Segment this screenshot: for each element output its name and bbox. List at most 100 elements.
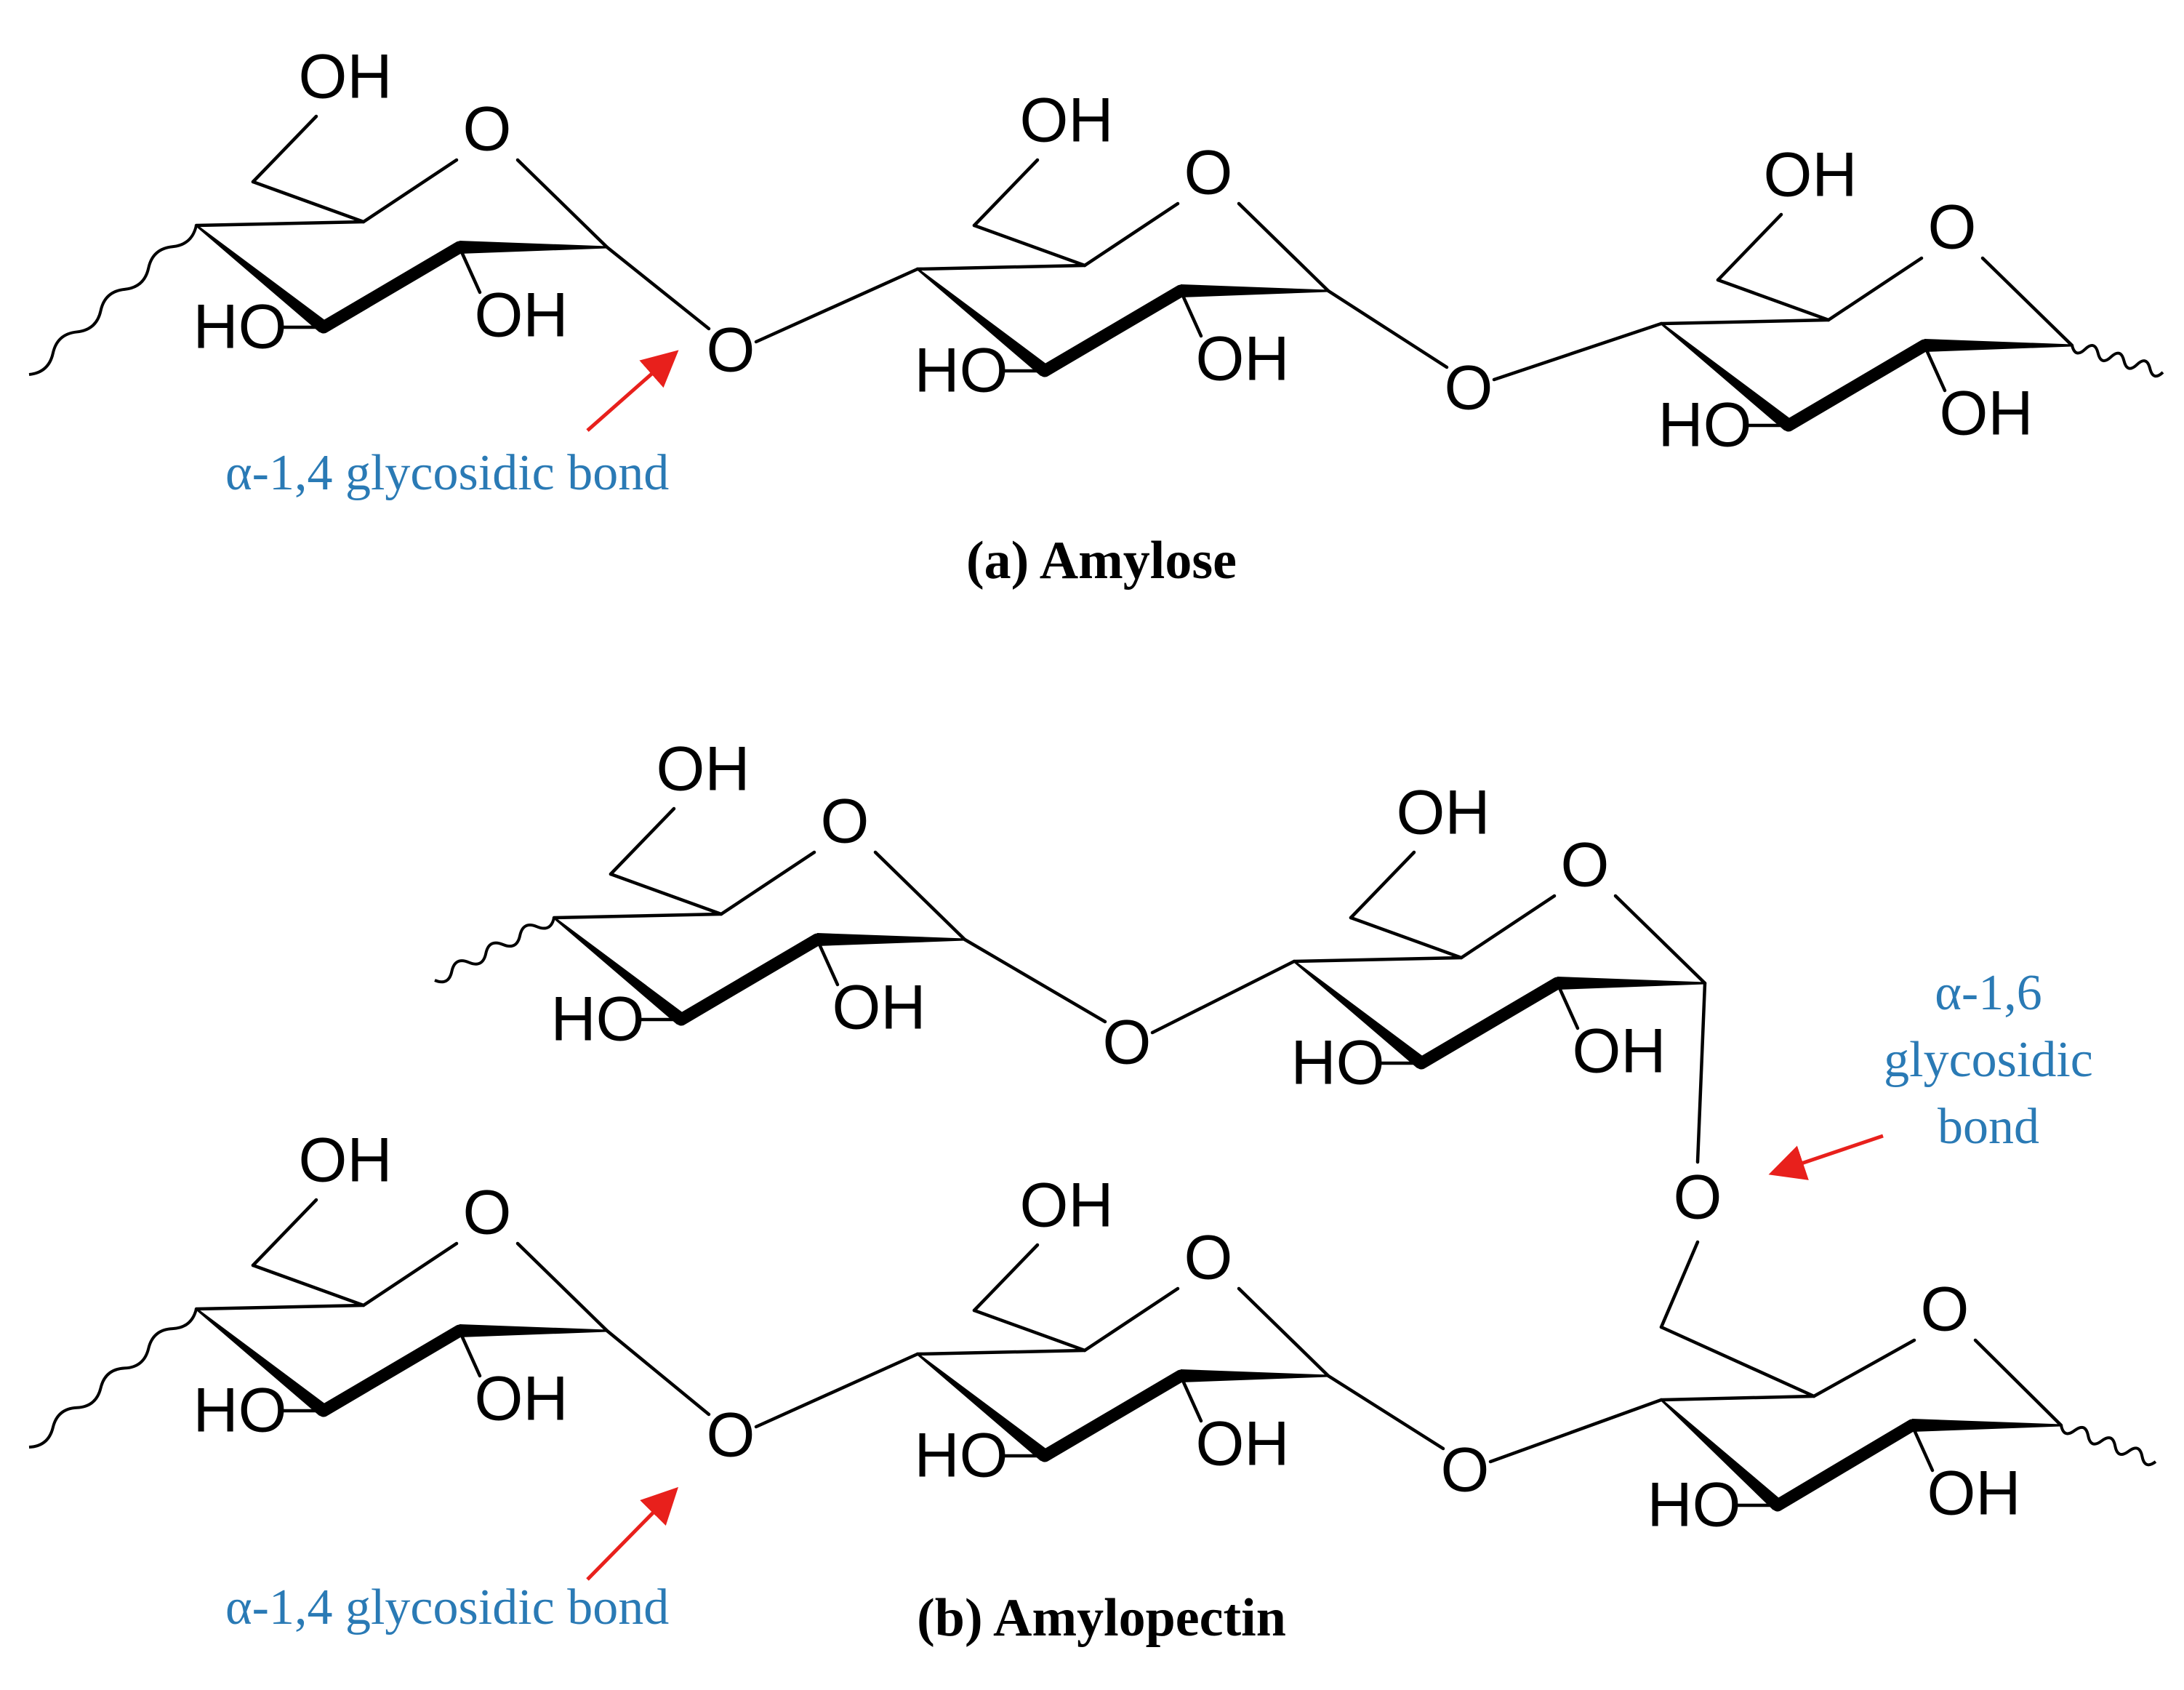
amylopectin-bottom-ring-2-oh6-label: OH [1020, 1171, 1114, 1241]
amylopectin-top-ring-2-c4-c3-wedge [1293, 960, 1426, 1069]
amylopectin-bottom-ring-1-c5-c6 [251, 1263, 366, 1307]
amylose-ring-2-oh2-label: OH [1196, 324, 1290, 394]
amylopectin-top-c1-o [963, 937, 1107, 1024]
amylopectin-bottom-ring-2-c5-c6 [972, 1308, 1087, 1353]
amylopectin-top-ring-2-c2-oh [1555, 981, 1580, 1030]
amylose-ring-2-c4-c5 [915, 263, 1087, 271]
amylopectin-bottom-glycosidic-o-1: O [707, 1401, 755, 1470]
amylopectin-top-ring-2-oh2-label: OH [1573, 1017, 1666, 1086]
amylopectin-bottom-ring-2-c5-o [1083, 1286, 1180, 1353]
amylopectin-top-ring-1-c3-c2-bold [675, 933, 824, 1026]
amylopectin-bottom-ring-1-oh2-label: OH [475, 1364, 569, 1434]
amylose-ring-2-c3-c2-bold [1038, 284, 1187, 377]
amylopectin-top-ring-2-o-c1 [1613, 894, 1707, 985]
amylose-ring-3-c6-oh [1716, 212, 1783, 282]
amylopectin-bottom-ring-3-c5-o [1812, 1338, 1916, 1398]
amylose-o-c4-bond-1 [754, 267, 920, 344]
amylopectin-bottom-ring-2-c4-c3-wedge [917, 1353, 1049, 1462]
amylopectin-bottom-c1-o-1 [605, 1329, 711, 1417]
amylopectin-bottom-ring-1-c2-c1-wedge [459, 1324, 607, 1337]
amylose-o-c4-bond-2 [1492, 321, 1663, 382]
amylopectin-bottom-ring-1-c4-c5 [194, 1303, 366, 1311]
alpha14-label-b: α-1,4 glycosidic bond [225, 1579, 669, 1635]
amylopectin-bottom-ring-2-c2-c1-wedge [1181, 1369, 1328, 1382]
amylopectin-bottom-ring-3-c2-oh [1910, 1423, 1935, 1473]
amylopectin-bottom-ring-3-c6-o16 [1659, 1240, 1700, 1329]
amylose-ring-1-c2-oh [457, 245, 482, 295]
amylopectin-top-ring-1-c4-c5 [552, 912, 723, 920]
amylopectin-top-ring-2-ho3-label: HO [1291, 1028, 1385, 1098]
amylopectin-top-ring-1-ho3-label: HO [551, 985, 645, 1054]
amylopectin-bottom-ring-1-o-c1 [515, 1241, 609, 1333]
amylose-ring-1-c2-c1-wedge [459, 241, 607, 254]
amylopectin-top-ring-1-ring-o-label: O [821, 787, 870, 857]
amylopectin-top-o-c4 [1150, 959, 1296, 1035]
amylose-ring-1-c4-c5 [194, 220, 366, 228]
amylopectin-bottom-wavy-left [28, 1308, 198, 1449]
amylose-ring-3-c2-oh [1922, 343, 1947, 393]
alpha16-label-line2: glycosidic [1884, 1032, 2093, 1088]
amylopectin-bottom-ring-2-o-c1 [1237, 1286, 1330, 1378]
amylose-ring-1-c4-c3-wedge [196, 224, 328, 333]
bond-lines [28, 114, 2164, 1512]
amylopectin-bottom-ring-2-ring-o-label: O [1184, 1223, 1233, 1293]
amylopectin-top-ring-1-c5-o [719, 850, 816, 916]
alpha14-label-a: α-1,4 glycosidic bond [225, 445, 669, 501]
amylose-ring-2-c5-o [1083, 201, 1180, 268]
amylopectin-top-ring-1-oh2-label: OH [832, 973, 926, 1043]
amylose-glycosidic-o-2: O [1445, 353, 1493, 423]
amylopectin-bottom-wavy-right [2060, 1425, 2157, 1467]
amylopectin-bottom-glycosidic-o-2: O [1441, 1435, 1490, 1505]
amylopectin-top-ring-1-c2-c1-wedge [817, 933, 965, 946]
amylopectin-caption: (b) Amylopectin [917, 1588, 1286, 1648]
amylose-ring-2-c5-c6 [972, 223, 1087, 268]
amylopectin-bottom-ring-3-o-c1 [1973, 1338, 2063, 1427]
amylose-ring-3-o-c1 [1980, 256, 2074, 348]
amylopectin-bottom-o-c4-1 [754, 1352, 920, 1429]
amylopectin-top-ring-1-oh6-label: OH [657, 734, 750, 804]
amylose-caption: (a) Amylose [966, 531, 1237, 590]
amylose-glycosidic-o-1: O [707, 316, 755, 385]
amylose-ring-3-oh6-label: OH [1764, 140, 1858, 210]
amylopectin-bottom-ring-3-c3-c2-bold [1771, 1419, 1919, 1512]
amylopectin-bottom-ring-1-oh6-label: OH [299, 1126, 393, 1196]
amylopectin-bottom-ring-3-c2-c1-wedge [1912, 1419, 2061, 1432]
amylopectin-top-ring-2-c5-c6 [1349, 916, 1464, 960]
amylose-ring-3-c4-c5 [1659, 318, 1831, 326]
amylopectin-bottom-ring-3-o-label: O [1921, 1275, 1970, 1345]
amylopectin-bottom-ring-3-c4-c5 [1659, 1394, 1816, 1402]
amylopectin-bottom-ring-2-c4-c5 [915, 1348, 1087, 1356]
amylose-ring-3-c3-c2-bold [1782, 339, 1931, 432]
amylose-ring-2-c2-oh [1179, 289, 1203, 338]
amylose-ring-2-oh6-label: OH [1020, 86, 1114, 156]
amylopectin-top-ring-2-c5-o [1459, 894, 1557, 960]
amylose-ring-3-c5-c6 [1716, 278, 1831, 322]
amylopectin-top-ring-2-c3-c2-bold [1415, 977, 1564, 1070]
amylose-ring-3-ho3-label: HO [1658, 391, 1752, 460]
amylose-ring-1-oh2-label: OH [475, 281, 569, 351]
amylopectin-top-ring-1-c6-oh [609, 806, 676, 876]
amylopectin-bottom-o-c4-2 [1488, 1398, 1663, 1464]
amylopectin-c1-o16-bond [1695, 981, 1707, 1164]
amylopectin-top-glycosidic-o: O [1103, 1008, 1152, 1078]
alpha16-arrow [1768, 1134, 1884, 1180]
amylopectin-bottom-ring-3-c5-c6 [1659, 1325, 1816, 1398]
alpha14-arrow-a [586, 350, 679, 432]
amylose-ring-1-ring-o-label: O [463, 95, 512, 164]
amylopectin-top-ring-2-oh6-label: OH [1397, 778, 1490, 848]
amylopectin-bottom-ring-2-oh2-label: OH [1196, 1409, 1290, 1479]
amylose-ring-2-c6-oh [972, 158, 1040, 228]
alpha16-annotation: α-1,6 glycosidic bond [1768, 965, 2093, 1180]
amylopectin-bottom-ring-2-c3-c2-bold [1038, 1369, 1187, 1462]
amylopectin-bottom-ring-3-c4-c3-wedge [1660, 1398, 1783, 1510]
amylose-ring-3-c5-o [1826, 256, 1924, 322]
amylopectin-bottom-ring-1-c4-c3-wedge [196, 1307, 328, 1417]
amylose-ring-2-c4-c3-wedge [917, 268, 1049, 377]
alpha14-annotation-a: α-1,4 glycosidic bond [225, 350, 679, 501]
amylose-ring-1-c3-c2-bold [317, 241, 466, 334]
amylopectin-top-ring-2-c2-c1-wedge [1557, 977, 1705, 990]
amylose-ring-2-c2-c1-wedge [1181, 284, 1328, 297]
amylose-ring-1-ho3-label: HO [193, 292, 287, 362]
